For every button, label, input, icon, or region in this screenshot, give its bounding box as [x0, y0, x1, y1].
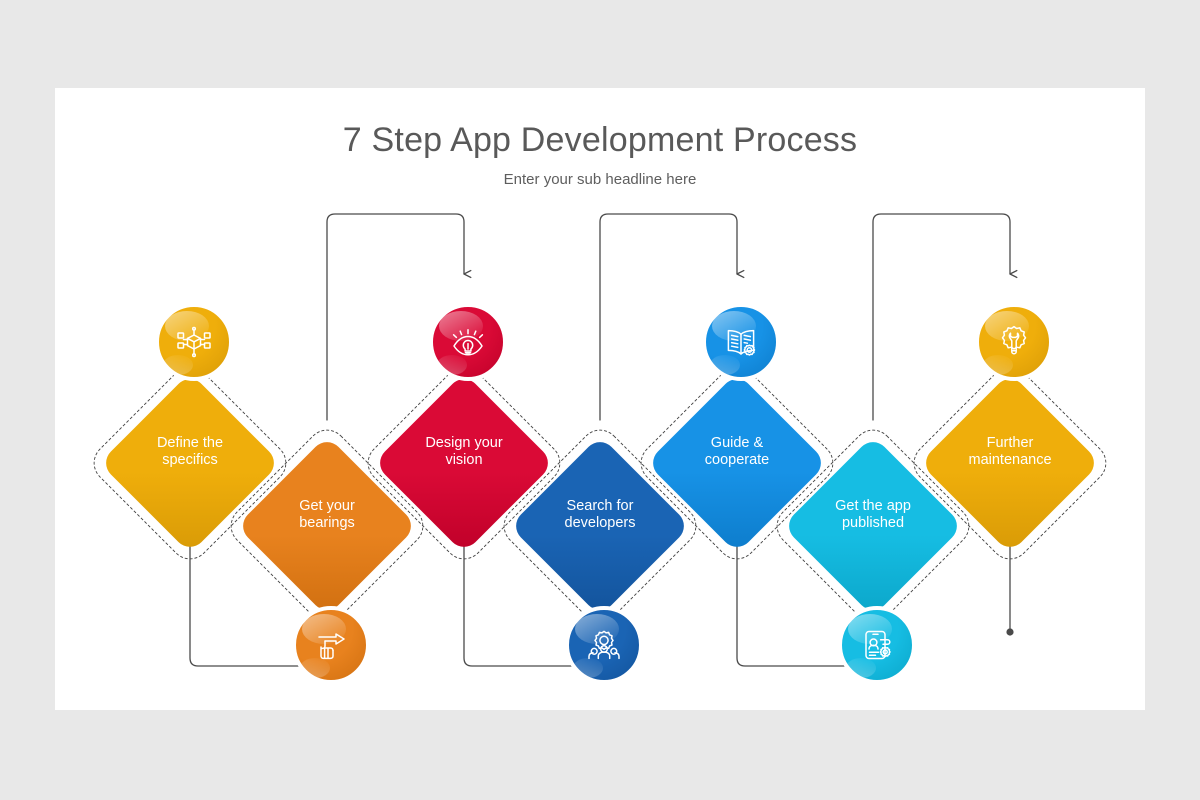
step-3-icon-bubble[interactable]	[429, 303, 507, 381]
book-gear-icon	[727, 329, 756, 356]
step-4-icon-bubble[interactable]	[565, 606, 643, 684]
step-7-diamond-wrap: Further maintenance	[919, 372, 1101, 554]
connector-2-3	[326, 213, 472, 421]
step-7[interactable]: Further maintenance	[905, 303, 1115, 568]
team-gear-icon	[588, 630, 620, 660]
step-6-icon-bubble[interactable]	[838, 606, 916, 684]
step-5-icon-bubble[interactable]	[702, 303, 780, 381]
step-7-diamond[interactable]	[919, 372, 1101, 554]
step-2-icon-bubble[interactable]	[292, 606, 370, 684]
page-title: 7 Step App Development Process	[342, 121, 858, 159]
hand-pointing-right-icon	[318, 633, 345, 660]
step-1-icon-bubble[interactable]	[155, 303, 233, 381]
step-7-icon-bubble[interactable]	[975, 303, 1053, 381]
slide-canvas: 7 Step App Development Process Enter you…	[55, 88, 1145, 710]
flow-end-dot	[1006, 628, 1014, 636]
network-box-icon	[177, 326, 211, 358]
page-subtitle: Enter your sub headline here	[503, 171, 697, 188]
connector-4-5	[599, 213, 745, 421]
lightbulb-vision-icon	[452, 329, 484, 356]
connector-6-7	[872, 213, 1018, 421]
gear-wrench-icon	[1001, 325, 1027, 355]
mobile-profile-gear-icon	[865, 630, 891, 660]
